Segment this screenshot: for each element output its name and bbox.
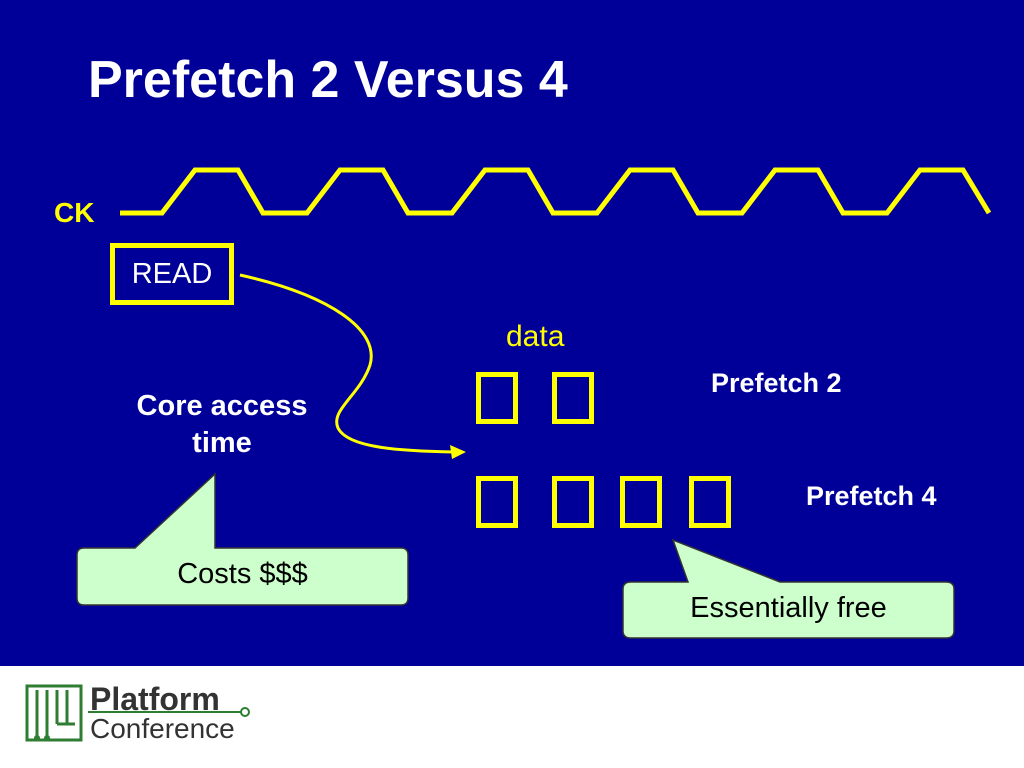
data-label: data bbox=[506, 320, 565, 353]
arrow-head bbox=[450, 445, 466, 459]
read-command-box: READ bbox=[110, 243, 234, 305]
timing-diagram bbox=[76, 167, 992, 639]
clock-label: CK bbox=[54, 197, 95, 228]
costs-callout-text: Costs $$$ bbox=[177, 558, 308, 590]
prefetch4-cell bbox=[689, 476, 731, 528]
clock-waveform bbox=[120, 167, 992, 216]
core-access-line2: time bbox=[192, 427, 252, 459]
read-label: READ bbox=[131, 257, 213, 290]
footer-bar bbox=[0, 666, 1024, 768]
slide-title: Prefetch 2 Versus 4 bbox=[88, 51, 568, 109]
free-callout-text: Essentially free bbox=[690, 592, 887, 624]
core-access-time-label: Core access time bbox=[112, 388, 332, 462]
prefetch4-label: Prefetch 4 bbox=[806, 481, 937, 511]
prefetch2-label: Prefetch 2 bbox=[711, 368, 842, 398]
prefetch4-cell bbox=[476, 476, 518, 528]
logo-word-platform: Platform bbox=[90, 681, 220, 717]
core-access-line1: Core access bbox=[136, 390, 308, 422]
platform-logo-icon bbox=[25, 684, 250, 742]
prefetch4-cell bbox=[620, 476, 662, 528]
costs-callout-shape bbox=[76, 472, 409, 606]
prefetch2-cell bbox=[552, 372, 594, 424]
prefetch4-cell bbox=[552, 476, 594, 528]
logo-word-conference: Conference bbox=[90, 713, 235, 744]
access-arrow bbox=[239, 273, 456, 454]
prefetch2-cell bbox=[476, 372, 518, 424]
free-callout-shape bbox=[622, 538, 955, 639]
